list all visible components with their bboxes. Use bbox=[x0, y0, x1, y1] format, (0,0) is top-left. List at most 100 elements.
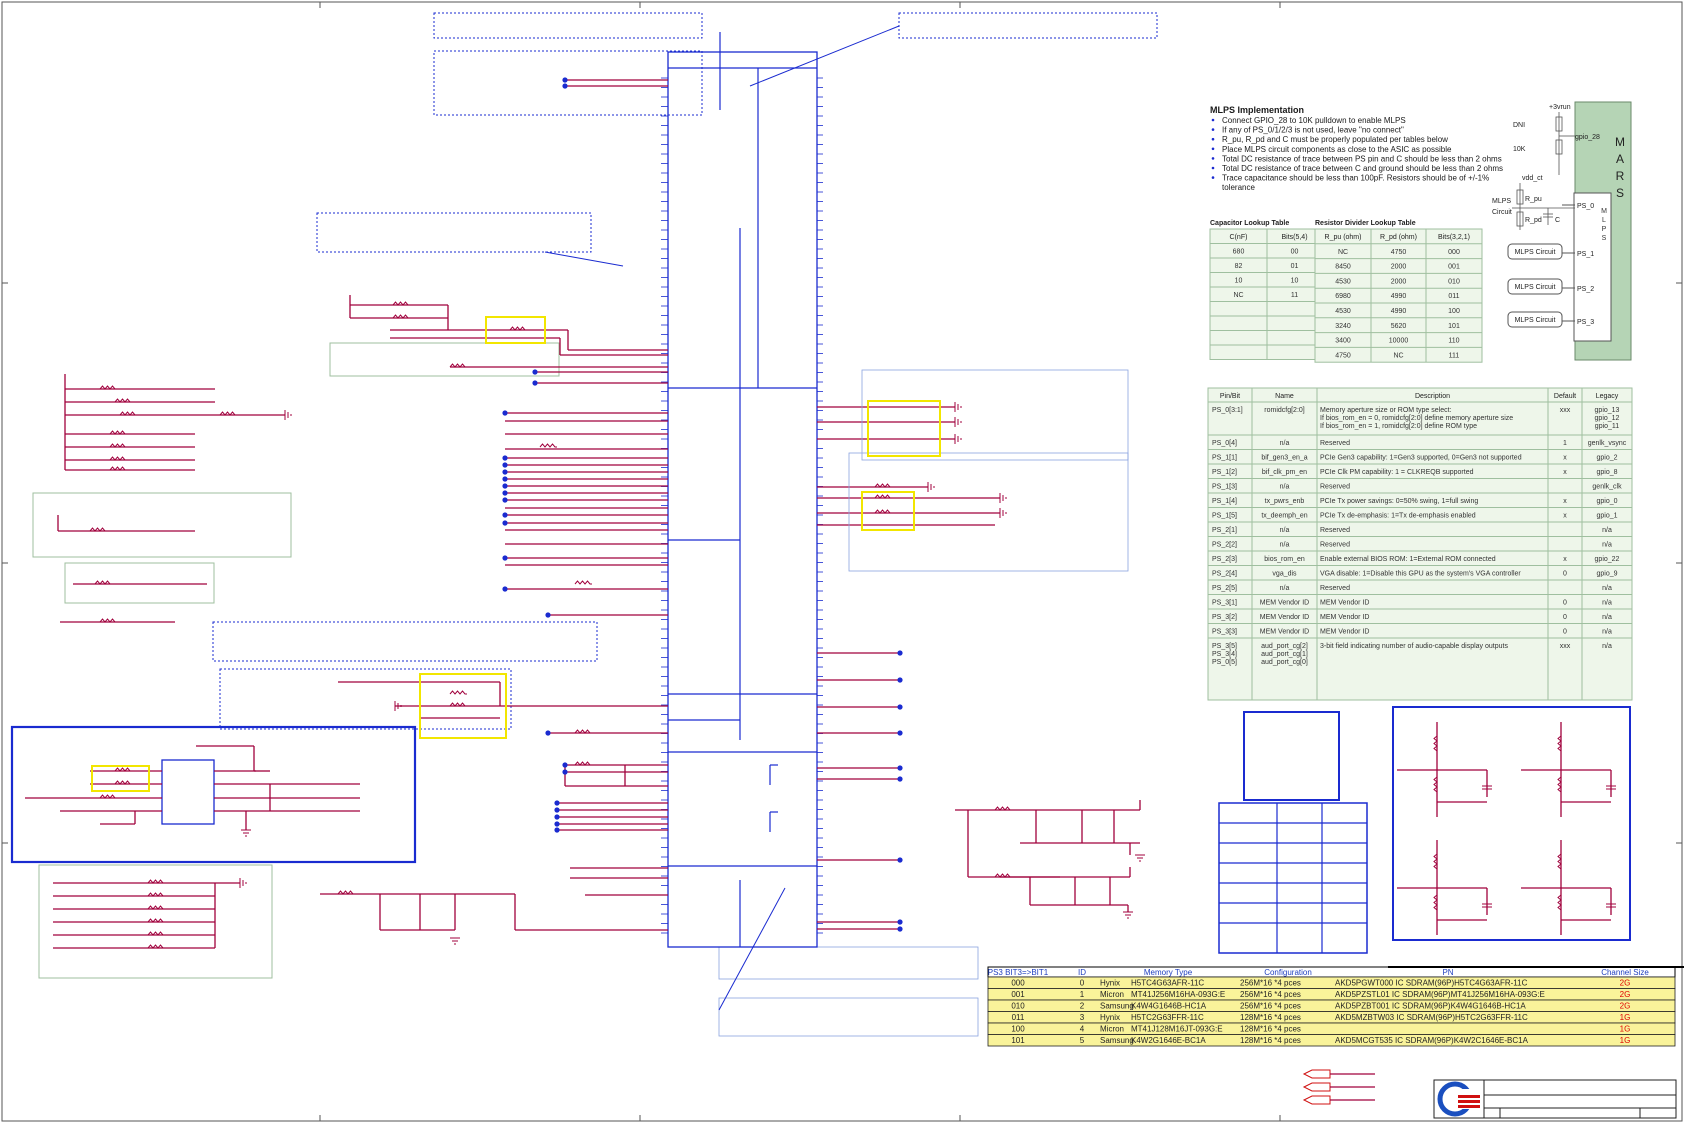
strap-desc: Reserved bbox=[1320, 527, 1350, 534]
left-wiring[interactable] bbox=[57, 79, 668, 623]
strap-header: Default bbox=[1554, 393, 1576, 400]
strap-pin: PS_1[1] bbox=[1212, 455, 1237, 462]
mem-part: H5TC2G63FFR-11C bbox=[1131, 1013, 1204, 1022]
strap-name: vga_dis bbox=[1272, 571, 1297, 578]
junction-dot bbox=[554, 814, 560, 820]
strap-default: 0 bbox=[1563, 600, 1567, 607]
strap-desc: Memory aperture size or ROM type select: bbox=[1320, 407, 1452, 414]
strap-default: x bbox=[1563, 556, 1567, 563]
junction-dot bbox=[562, 762, 568, 768]
gpu-ic-symbol[interactable] bbox=[661, 32, 823, 948]
resistor bbox=[1433, 853, 1438, 870]
lower-left-resistor-bank[interactable] bbox=[53, 867, 668, 949]
strap-legacy: genlk_vsync bbox=[1588, 440, 1627, 447]
resistor bbox=[147, 918, 165, 923]
junction-dot bbox=[502, 476, 508, 482]
resistor bbox=[109, 466, 127, 471]
junction-dot bbox=[897, 677, 903, 683]
junction-dot bbox=[554, 807, 560, 813]
resistor bbox=[574, 729, 592, 734]
resistor bbox=[874, 483, 892, 488]
mem-config: 128M*16 *4 pces bbox=[1240, 1013, 1301, 1022]
ps-pin-label: PS_1 bbox=[1577, 251, 1594, 258]
resistor bbox=[119, 411, 137, 416]
junction-dot bbox=[502, 469, 508, 475]
strap-default: x bbox=[1563, 455, 1567, 462]
strap-desc: If bios_rom_en = 1, romidcfg[2:0] define… bbox=[1320, 423, 1477, 430]
mem-header: Configuration bbox=[1264, 968, 1312, 977]
strap-desc: PCIe Tx de-emphasis: 1=Tx de-emphasis en… bbox=[1320, 513, 1476, 520]
mem-bits: 011 bbox=[1012, 1013, 1025, 1022]
resistor-divider-box[interactable] bbox=[1392, 706, 1631, 941]
mlps-bullet-tail: tolerance bbox=[1222, 183, 1255, 192]
mid-left-filter[interactable] bbox=[338, 681, 668, 719]
strap-name: romidcfg[2:0] bbox=[1264, 407, 1305, 414]
junction-dot bbox=[897, 650, 903, 656]
res-cell: 011 bbox=[1448, 293, 1459, 300]
strap-default: xxx bbox=[1560, 643, 1571, 650]
mem-part: MT41J256M16HA-093G:E bbox=[1131, 990, 1225, 999]
strap-name: n/a bbox=[1280, 527, 1290, 534]
mem-vendor: Hynix bbox=[1100, 1013, 1120, 1022]
resistor bbox=[147, 892, 165, 897]
r10k-label: 10K bbox=[1513, 146, 1526, 153]
mem-vendor: Micron bbox=[1100, 1025, 1124, 1034]
res-header: Bits(3,2,1) bbox=[1438, 234, 1470, 241]
res-cell: 111 bbox=[1449, 352, 1460, 359]
junction-dot bbox=[897, 765, 903, 771]
mlps-bullet: Total DC resistance of trace between PS … bbox=[1222, 154, 1502, 163]
res-cell: 101 bbox=[1448, 323, 1460, 330]
mlps-letter: M bbox=[1601, 208, 1607, 215]
cap-header: C(nF) bbox=[1230, 234, 1248, 241]
mem-header: Channel Size bbox=[1601, 968, 1649, 977]
strap-desc: PCIe Tx power savings: 0=50% swing, 1=fu… bbox=[1320, 498, 1478, 505]
blue-block-left[interactable] bbox=[10, 668, 512, 864]
resistors[interactable] bbox=[89, 301, 1012, 949]
res-cell: 4750 bbox=[1335, 352, 1351, 359]
strap-default: x bbox=[1563, 513, 1567, 520]
strap-pin: PS_3[1] bbox=[1212, 600, 1237, 607]
strap-name: MEM Vendor ID bbox=[1260, 629, 1309, 636]
res-cell: NC bbox=[1393, 352, 1403, 359]
mlps-circuit-box bbox=[1507, 278, 1563, 295]
strap-default: x bbox=[1563, 498, 1567, 505]
junction-dot bbox=[532, 369, 538, 375]
cap-cell: 01 bbox=[1291, 263, 1299, 270]
bullet-dot bbox=[1211, 118, 1215, 122]
resistor bbox=[114, 767, 132, 772]
strap-legacy: gpio_0 bbox=[1596, 498, 1617, 505]
strap-legacy: n/a bbox=[1602, 614, 1612, 621]
right-pin-nets[interactable] bbox=[817, 406, 1000, 930]
strap-desc: Reserved bbox=[1320, 585, 1350, 592]
mem-config: 256M*16 *4 pces bbox=[1240, 990, 1301, 999]
mem-config: 256M*16 *4 pces bbox=[1240, 1002, 1301, 1011]
mem-vendor: Hynix bbox=[1100, 979, 1120, 988]
junction-dot bbox=[545, 730, 551, 736]
strap-legacy: n/a bbox=[1602, 585, 1612, 592]
power-filter-group[interactable] bbox=[955, 800, 1141, 912]
strap-header: Name bbox=[1275, 393, 1294, 400]
strap-default: 1 bbox=[1563, 440, 1567, 447]
strap-name: MEM Vendor ID bbox=[1260, 600, 1309, 607]
strap-desc: PCIe Gen3 capability: 1=Gen3 supported, … bbox=[1320, 455, 1522, 462]
resistor bbox=[449, 363, 467, 368]
resistor bbox=[99, 385, 117, 390]
mem-pn: AKD5PZSTL01 IC SDRAM(96P)MT41J256M16HA-0… bbox=[1335, 990, 1545, 999]
resistor bbox=[392, 314, 410, 319]
mem-size: 2G bbox=[1620, 979, 1631, 988]
strap-desc: PCIe Clk PM capability: 1 = CLKREQB supp… bbox=[1320, 469, 1474, 476]
resistor bbox=[147, 931, 165, 936]
resistor bbox=[94, 580, 112, 585]
resistor bbox=[219, 411, 237, 416]
off-page-connectors[interactable] bbox=[1302, 1069, 1375, 1105]
strap-pin: PS_0[3:1] bbox=[1212, 407, 1243, 414]
junction-dot bbox=[545, 612, 551, 618]
strap-default: x bbox=[1563, 469, 1567, 476]
res-cell: 10000 bbox=[1389, 338, 1409, 345]
left-pin-nets[interactable] bbox=[505, 412, 668, 831]
ground-symbols bbox=[239, 402, 1145, 945]
mem-config: 128M*16 *4 pces bbox=[1240, 1036, 1301, 1045]
strap-header: Description bbox=[1415, 393, 1450, 400]
strap-name: aud_port_cg[0] bbox=[1261, 659, 1308, 666]
